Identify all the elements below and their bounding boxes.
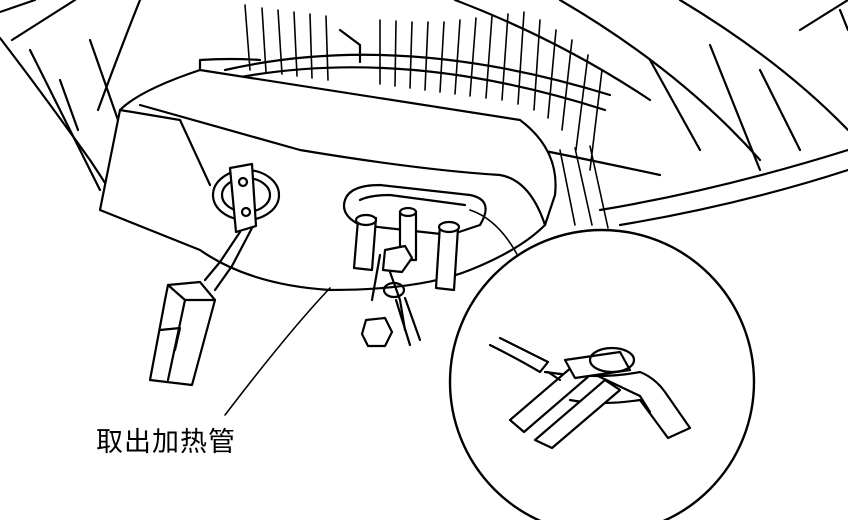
magnified-detail (448, 209, 756, 520)
connector-plug (148, 280, 217, 387)
thermostat (203, 162, 281, 292)
heater-tube-terminals (342, 183, 487, 348)
heater-housing (98, 57, 557, 292)
drum-slats (223, 4, 662, 229)
drum-ring (453, 0, 848, 227)
caption-leader-line (224, 287, 331, 416)
caption-label: 取出加热管 (96, 427, 236, 458)
drum-frame-left (0, 0, 142, 217)
